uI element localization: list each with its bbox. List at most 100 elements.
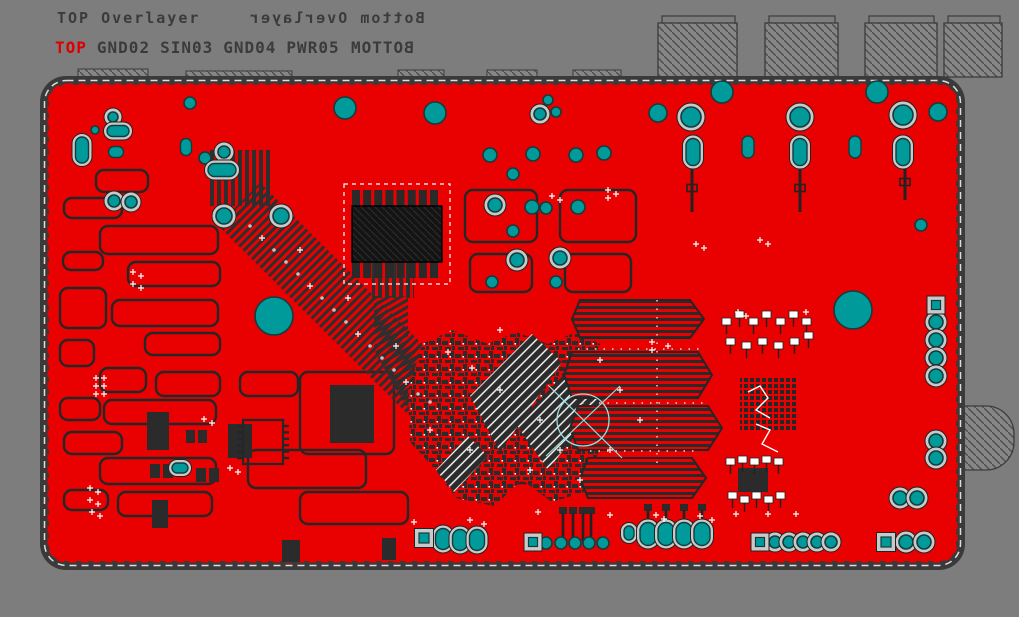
smd-pad-white[interactable] — [773, 341, 784, 350]
copper-region-outline[interactable] — [58, 338, 96, 368]
via-pad[interactable] — [928, 332, 944, 348]
header-pin-pad[interactable] — [644, 504, 652, 511]
via-pad[interactable] — [865, 80, 889, 104]
via-pad[interactable] — [680, 106, 702, 128]
layer-label-top-overlayer[interactable]: TOP Overlayer — [57, 9, 201, 27]
via-pad[interactable] — [333, 96, 357, 120]
smd-pad-white[interactable] — [739, 495, 750, 504]
via-pad[interactable] — [525, 146, 541, 162]
square-pad[interactable] — [754, 536, 766, 548]
smd-pad-white[interactable] — [775, 317, 786, 326]
smd-pad-white[interactable] — [801, 317, 812, 326]
via-pad[interactable] — [107, 111, 119, 123]
via-pad[interactable] — [710, 80, 734, 104]
copper-region-outline[interactable] — [298, 370, 396, 456]
copper-region-outline[interactable] — [298, 490, 410, 526]
copper-region-outline[interactable] — [58, 396, 102, 422]
via-pad[interactable] — [909, 490, 925, 506]
bus-routing-block[interactable] — [570, 299, 706, 339]
oval-pad[interactable] — [451, 528, 469, 552]
smd-pad-white[interactable] — [748, 317, 759, 326]
via-pad[interactable] — [552, 250, 568, 266]
oval-pad[interactable] — [639, 521, 657, 547]
edge-connector-footprint[interactable] — [764, 22, 839, 78]
layer-label-gnd02[interactable]: GND02 — [96, 38, 151, 57]
edge-connector-right[interactable] — [957, 405, 1015, 471]
via-pad[interactable] — [582, 536, 596, 550]
oval-pad[interactable] — [171, 462, 189, 474]
via-pad[interactable] — [549, 275, 563, 289]
component-body[interactable] — [150, 464, 160, 478]
layer-label-top[interactable]: TOP — [55, 38, 87, 57]
ic-pin[interactable] — [430, 190, 438, 206]
smd-pad-white[interactable] — [751, 491, 762, 500]
via-pad[interactable] — [482, 147, 498, 163]
via-pad[interactable] — [928, 102, 948, 122]
component-body[interactable] — [186, 430, 195, 443]
via-pad[interactable] — [789, 106, 811, 128]
copper-region-outline[interactable] — [143, 331, 222, 357]
component-body[interactable] — [209, 468, 219, 482]
smd-pad-white[interactable] — [725, 337, 736, 346]
ic-pin[interactable] — [352, 190, 360, 206]
oval-pad[interactable] — [792, 137, 808, 167]
bus-routing-block[interactable] — [568, 405, 724, 451]
layer-label-bottom[interactable]: BOTTOM — [349, 38, 414, 57]
via-pad[interactable] — [198, 151, 212, 165]
copper-region-outline[interactable] — [98, 224, 220, 256]
via-pad[interactable] — [648, 103, 668, 123]
ic-pin[interactable] — [407, 190, 416, 206]
via-pad[interactable] — [542, 94, 554, 106]
copper-region-outline[interactable] — [61, 250, 105, 272]
header-pin-pad[interactable] — [698, 504, 706, 511]
via-pad[interactable] — [596, 145, 612, 161]
component-body[interactable] — [330, 385, 374, 443]
via-pad[interactable] — [570, 199, 586, 215]
oval-pad[interactable] — [657, 521, 675, 547]
via-pad[interactable] — [506, 224, 520, 238]
ic-pin[interactable] — [352, 262, 360, 278]
ic-pin[interactable] — [374, 262, 383, 278]
smd-pad-white[interactable] — [788, 310, 799, 319]
via-pad[interactable] — [928, 368, 944, 384]
header-pin-pad[interactable] — [587, 507, 595, 514]
smd-pad-white[interactable] — [773, 457, 784, 466]
via-pad[interactable] — [554, 536, 568, 550]
smd-pad-white[interactable] — [761, 310, 772, 319]
via-pad[interactable] — [533, 107, 547, 121]
smd-pad-white[interactable] — [721, 317, 732, 326]
via-pad[interactable] — [914, 218, 928, 232]
copper-region-outline[interactable] — [62, 430, 124, 456]
oval-pad[interactable] — [207, 162, 237, 178]
ic-pin[interactable] — [396, 262, 405, 278]
header-pin-pad[interactable] — [579, 507, 587, 514]
ic-pin[interactable] — [430, 262, 438, 278]
smd-pad-white[interactable] — [737, 455, 748, 464]
copper-region-outline[interactable] — [463, 188, 539, 244]
via-pad[interactable] — [928, 350, 944, 366]
via-pad[interactable] — [568, 147, 584, 163]
copper-region-outline[interactable] — [154, 370, 222, 398]
qfn-body[interactable] — [241, 418, 285, 466]
ic-pin[interactable] — [363, 262, 372, 278]
via-pad[interactable] — [824, 535, 838, 549]
via-pad[interactable] — [485, 275, 499, 289]
oval-pad[interactable] — [685, 137, 701, 167]
copper-region-outline[interactable] — [98, 366, 148, 394]
smd-pad-white[interactable] — [789, 337, 800, 346]
component-body[interactable] — [282, 540, 300, 562]
layer-label-sin03[interactable]: SIN03 — [160, 38, 214, 57]
copper-region-outline[interactable] — [94, 168, 150, 194]
via-pad[interactable] — [892, 104, 914, 126]
via-pad[interactable] — [928, 450, 944, 466]
copper-region-outline[interactable] — [558, 188, 638, 244]
oval-pad[interactable] — [468, 528, 486, 552]
component-body[interactable] — [163, 464, 173, 478]
component-body[interactable] — [228, 424, 252, 458]
component-body[interactable] — [196, 468, 206, 482]
bus-routing-block[interactable] — [562, 351, 714, 399]
via-pad[interactable] — [898, 534, 914, 550]
mounting-hole[interactable] — [254, 296, 294, 336]
via-pad[interactable] — [217, 145, 231, 159]
layer-label-bottom-overlayer[interactable]: Bottom Overlayer — [248, 9, 425, 27]
